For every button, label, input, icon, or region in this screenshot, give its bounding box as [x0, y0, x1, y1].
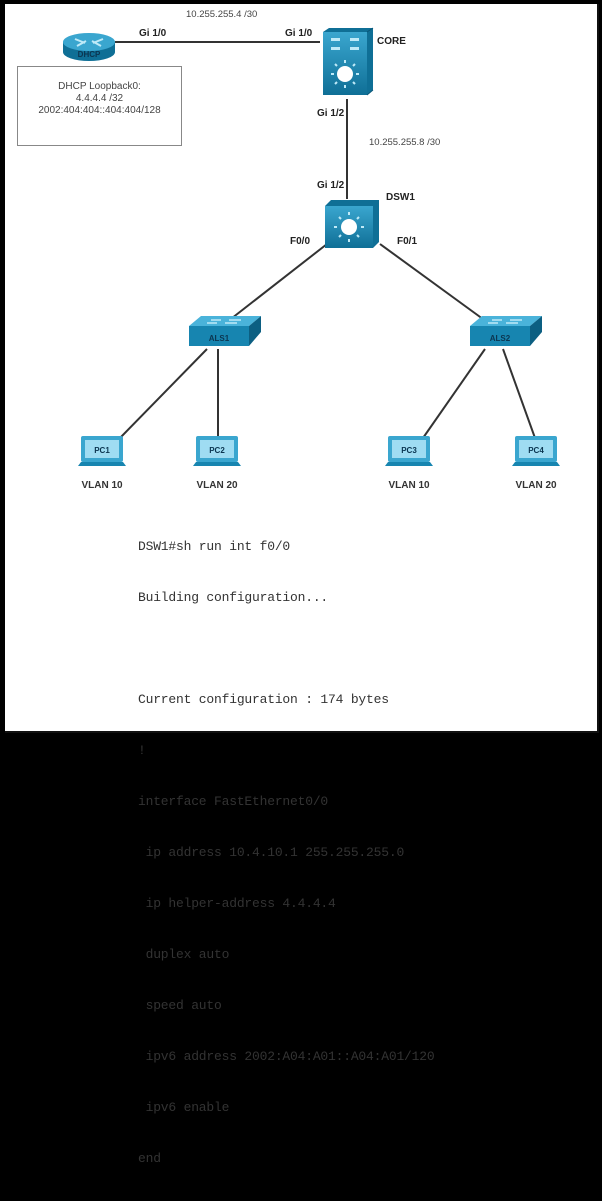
link-als2-pc3 [422, 348, 486, 439]
dhcp-loopback-info-box: DHCP Loopback0: 4.4.4.4 /32 2002:404:404… [17, 66, 182, 146]
pc1-vlan-label: VLAN 10 [81, 480, 123, 491]
cli-line: ipv6 enable [138, 1100, 230, 1115]
port-label-core-gi10: Gi 1/0 [285, 28, 313, 39]
dsw1-device-label: DSW1 [386, 192, 415, 203]
dsw1-switch[interactable] [325, 200, 379, 248]
pc3-vlan-label: VLAN 10 [388, 480, 430, 491]
cli-line: ipv6 address 2002:A04:A01::A04:A01/120 [138, 1049, 435, 1064]
pc2-label: PC2 [209, 446, 225, 455]
cli-line: Current configuration : 174 bytes [138, 692, 389, 707]
cli-line: Building configuration... [138, 590, 329, 605]
cli-line: ! [138, 743, 146, 758]
dhcp-device-label: DHCP [78, 50, 101, 59]
als1-device-label: ALS1 [209, 334, 230, 343]
info-box-ipv6: 2002:404:404::404:404/128 [38, 105, 161, 116]
network-label-dhcp-core: 10.255.255.4 /30 [186, 9, 257, 20]
cli-line: end [138, 1151, 161, 1166]
pc4-vlan-label: VLAN 20 [515, 480, 557, 491]
pc4-label: PC4 [528, 446, 544, 455]
core-device-label: CORE [377, 36, 406, 47]
port-label-dsw1-f01: F0/1 [397, 236, 417, 247]
als2-device-label: ALS2 [490, 334, 511, 343]
cli-line: duplex auto [138, 947, 230, 962]
switch-icon [189, 316, 261, 326]
switch-icon [470, 316, 542, 326]
cli-output: DSW1#sh run int f0/0 Building configurat… [138, 504, 558, 1201]
info-box-title: DHCP Loopback0: [58, 81, 141, 92]
port-label-dhcp-gi10: Gi 1/0 [139, 28, 167, 39]
port-label-dsw1-f00: F0/0 [290, 236, 310, 247]
pc2[interactable]: PC2 [193, 436, 241, 466]
pc2-vlan-label: VLAN 20 [196, 480, 238, 491]
cli-line: speed auto [138, 998, 222, 1013]
info-box-ipv4: 4.4.4.4 /32 [75, 93, 124, 104]
cli-line: ip helper-address 4.4.4.4 [138, 896, 336, 911]
topology-diagram: DHCP CORE [63, 9, 560, 491]
links [115, 41, 536, 439]
link-dsw1-als2 [379, 243, 488, 323]
network-label-core-dsw1: 10.255.255.8 /30 [369, 137, 440, 148]
link-als2-pc4 [502, 348, 536, 439]
port-label-core-gi12: Gi 1/2 [317, 108, 345, 119]
pc1-label: PC1 [94, 446, 110, 455]
link-dsw1-als1 [226, 243, 328, 323]
pc1[interactable]: PC1 [78, 436, 126, 466]
cli-line: ip address 10.4.10.1 255.255.255.0 [138, 845, 405, 860]
link-als1-pc1 [119, 348, 208, 439]
port-label-dsw1-gi12: Gi 1/2 [317, 180, 345, 191]
multilayer-switch-icon [323, 32, 367, 95]
core-switch[interactable] [323, 27, 374, 96]
pc3[interactable]: PC3 [385, 436, 433, 466]
cli-line: DSW1#sh run int f0/0 [138, 539, 291, 554]
cli-line [138, 640, 558, 657]
cli-line: interface FastEthernet0/0 [138, 794, 329, 809]
dhcp-router[interactable]: DHCP [63, 33, 115, 61]
pc3-label: PC3 [401, 446, 417, 455]
als1-switch[interactable]: ALS1 [189, 316, 261, 346]
diagram-canvas: DHCP CORE [5, 4, 599, 1166]
pc4[interactable]: PC4 [512, 436, 560, 466]
als2-switch[interactable]: ALS2 [470, 316, 542, 346]
